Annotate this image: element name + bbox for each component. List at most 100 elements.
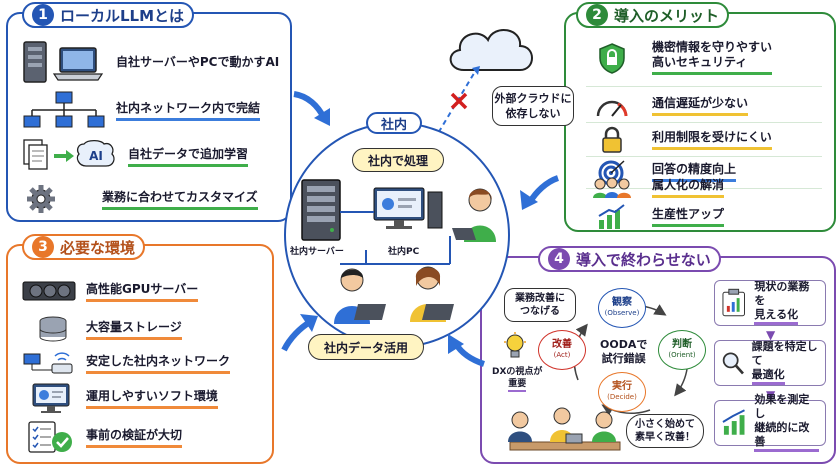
server-label: 社内サーバー bbox=[290, 247, 344, 257]
checklist-icon bbox=[26, 420, 76, 454]
section-3-title: 必要な環境 bbox=[60, 238, 136, 257]
section-3-number: 3 bbox=[32, 236, 54, 258]
step-measure-label: 効果を測定し継続的に改善 bbox=[754, 393, 819, 454]
req-gpu-label: 高性能GPUサーバー bbox=[86, 280, 199, 302]
ai-badge-text: AI bbox=[89, 149, 103, 163]
cycle-act: 改善(Act) bbox=[538, 330, 586, 370]
item-local-ai-label: 自社サーバーやPCで動かすAI bbox=[116, 54, 280, 69]
benefit-latency: 通信遅延が少ない bbox=[590, 92, 749, 120]
gpu-icon bbox=[22, 280, 76, 302]
step-visualize-label: 現状の業務を見える化 bbox=[754, 280, 819, 327]
section-requirements: 3 必要な環境 高性能GPUサーバー 大容量ストレージ 安定した社内ネットワーク… bbox=[6, 234, 274, 464]
benefit-team: 属人化の解消 bbox=[590, 176, 725, 200]
improve-bubble: 業務改善につなげる bbox=[504, 288, 576, 322]
dx-label: DXの視点が 重要 bbox=[492, 366, 542, 392]
cycle-observe: 観察(Observe) bbox=[598, 288, 646, 328]
item-customize-label: 業務に合わせてカスタマイズ bbox=[102, 188, 258, 210]
lightbulb-icon bbox=[502, 332, 528, 362]
cross-icon bbox=[450, 92, 468, 110]
growth-chart-icon bbox=[722, 409, 745, 435]
ooda-center-label: OODAで試行錯誤 bbox=[600, 338, 648, 365]
req-storage-label: 大容量ストレージ bbox=[86, 318, 182, 340]
step-optimize: 課題を特定して最適化 bbox=[714, 340, 826, 386]
benefit-security-label: 機密情報を守りやすい高いセキュリティ bbox=[652, 40, 773, 75]
step-arrow-icon: ▼ bbox=[766, 328, 776, 342]
arrow-from-section1 bbox=[293, 91, 330, 126]
benefit-no-limits: 利用制限を受けにくい bbox=[590, 126, 772, 154]
step-measure: 効果を測定し継続的に改善 bbox=[714, 393, 826, 452]
req-storage: 大容量ストレージ bbox=[30, 316, 182, 342]
benefit-team-label: 属人化の解消 bbox=[652, 178, 725, 198]
gear-icon bbox=[26, 184, 56, 214]
server-icon bbox=[300, 178, 342, 242]
section-benefits: 2 導入のメリット 機密情報を守りやすい高いセキュリティ 通信遅延が少ない 利用… bbox=[564, 2, 836, 232]
benefit-productivity: 生産性アップ bbox=[590, 204, 725, 230]
section-local-llm: 1 ローカルLLMとは 自社サーバーやPCで動かすAI 社内ネットワーク bbox=[6, 2, 292, 222]
section-2-header: 2 導入のメリット bbox=[576, 2, 730, 28]
clipboard-chart-icon bbox=[722, 288, 745, 317]
req-network: 安定した社内ネットワーク bbox=[22, 350, 231, 376]
person-laptop-woman-icon bbox=[452, 186, 502, 244]
team-meeting-illustration bbox=[500, 402, 630, 462]
item-intranet-label: 社内ネットワーク内で完結 bbox=[116, 99, 261, 121]
section-4-header: 4 導入で終わらせない bbox=[538, 246, 721, 272]
req-software: 運用しやすいソフト環境 bbox=[26, 382, 218, 414]
benefit-latency-label: 通信遅延が少ない bbox=[652, 96, 749, 116]
no-cloud-bubble: 外部クラウドに依存しない bbox=[492, 86, 574, 126]
section-1-title: ローカルLLMとは bbox=[60, 6, 185, 25]
req-software-label: 運用しやすいソフト環境 bbox=[86, 387, 218, 409]
process-bubble: 社内で処理 bbox=[352, 148, 444, 172]
section-2-title: 導入のメリット bbox=[614, 6, 720, 25]
storage-icon bbox=[30, 316, 76, 342]
benefit-accuracy: 回答の精度向上 bbox=[590, 158, 737, 186]
desktop-pc-icon bbox=[372, 186, 444, 234]
cycle-decide: 実行(Decide) bbox=[598, 372, 646, 412]
magnifier-icon bbox=[722, 352, 744, 375]
person-laptop-man-icon bbox=[330, 266, 390, 326]
step-arrow-icon: ▼ bbox=[766, 388, 776, 402]
step-visualize: 現状の業務を見える化 bbox=[714, 280, 826, 326]
team-icon bbox=[590, 176, 634, 200]
center-title: 社内 bbox=[366, 112, 422, 134]
section-2-number: 2 bbox=[586, 4, 608, 26]
growth-chart-icon bbox=[590, 204, 634, 230]
req-gpu: 高性能GPUサーバー bbox=[22, 280, 199, 302]
req-validation-label: 事前の検証が大切 bbox=[86, 426, 183, 448]
server-laptop-icon bbox=[22, 40, 106, 84]
req-validation: 事前の検証が大切 bbox=[26, 420, 183, 454]
start-small-bubble: 小さく始めて素早く改善！ bbox=[626, 414, 704, 448]
documents-to-ai-icon: AI bbox=[22, 136, 118, 176]
section-1-number: 1 bbox=[32, 4, 54, 26]
divider bbox=[586, 188, 822, 189]
item-intranet: 社内ネットワーク内で完結 bbox=[22, 90, 261, 130]
target-icon bbox=[590, 158, 634, 186]
arrow-from-section4 bbox=[448, 334, 485, 367]
section-4-number: 4 bbox=[548, 248, 570, 270]
shield-lock-icon bbox=[590, 42, 634, 74]
benefit-accuracy-label: 回答の精度向上 bbox=[652, 162, 737, 182]
intranet-links bbox=[340, 211, 451, 265]
padlock-icon bbox=[590, 126, 634, 154]
cycle-orient: 判断(Orient) bbox=[658, 330, 706, 370]
section-beyond-deployment: 4 導入で終わらせない 業務改善につなげる DXの視点が 重要 観察(Obser… bbox=[480, 246, 836, 464]
divider bbox=[586, 156, 822, 157]
person-laptop-woman2-icon bbox=[402, 264, 460, 324]
benefit-security: 機密情報を守りやすい高いセキュリティ bbox=[590, 40, 773, 75]
divider bbox=[586, 86, 822, 87]
speedometer-icon bbox=[590, 92, 634, 120]
section-4-title: 導入で終わらせない bbox=[576, 250, 711, 269]
pc-label: 社内PC bbox=[388, 247, 420, 257]
item-finetune-label: 自社データで追加学習 bbox=[128, 145, 249, 167]
network-icon bbox=[22, 90, 106, 130]
arrow-from-section2 bbox=[520, 175, 560, 210]
cloud-dashed-link bbox=[433, 66, 480, 141]
req-network-label: 安定した社内ネットワーク bbox=[86, 352, 231, 374]
item-customize: 業務に合わせてカスタマイズ bbox=[26, 184, 258, 214]
divider bbox=[586, 122, 822, 123]
benefit-no-limits-label: 利用制限を受けにくい bbox=[652, 130, 772, 150]
item-local-ai: 自社サーバーやPCで動かすAI bbox=[22, 40, 279, 84]
section-1-header: 1 ローカルLLMとは bbox=[22, 2, 195, 28]
benefit-productivity-label: 生産性アップ bbox=[652, 207, 725, 227]
cloud-icon bbox=[440, 20, 540, 76]
step-optimize-label: 課題を特定して最適化 bbox=[751, 340, 819, 387]
